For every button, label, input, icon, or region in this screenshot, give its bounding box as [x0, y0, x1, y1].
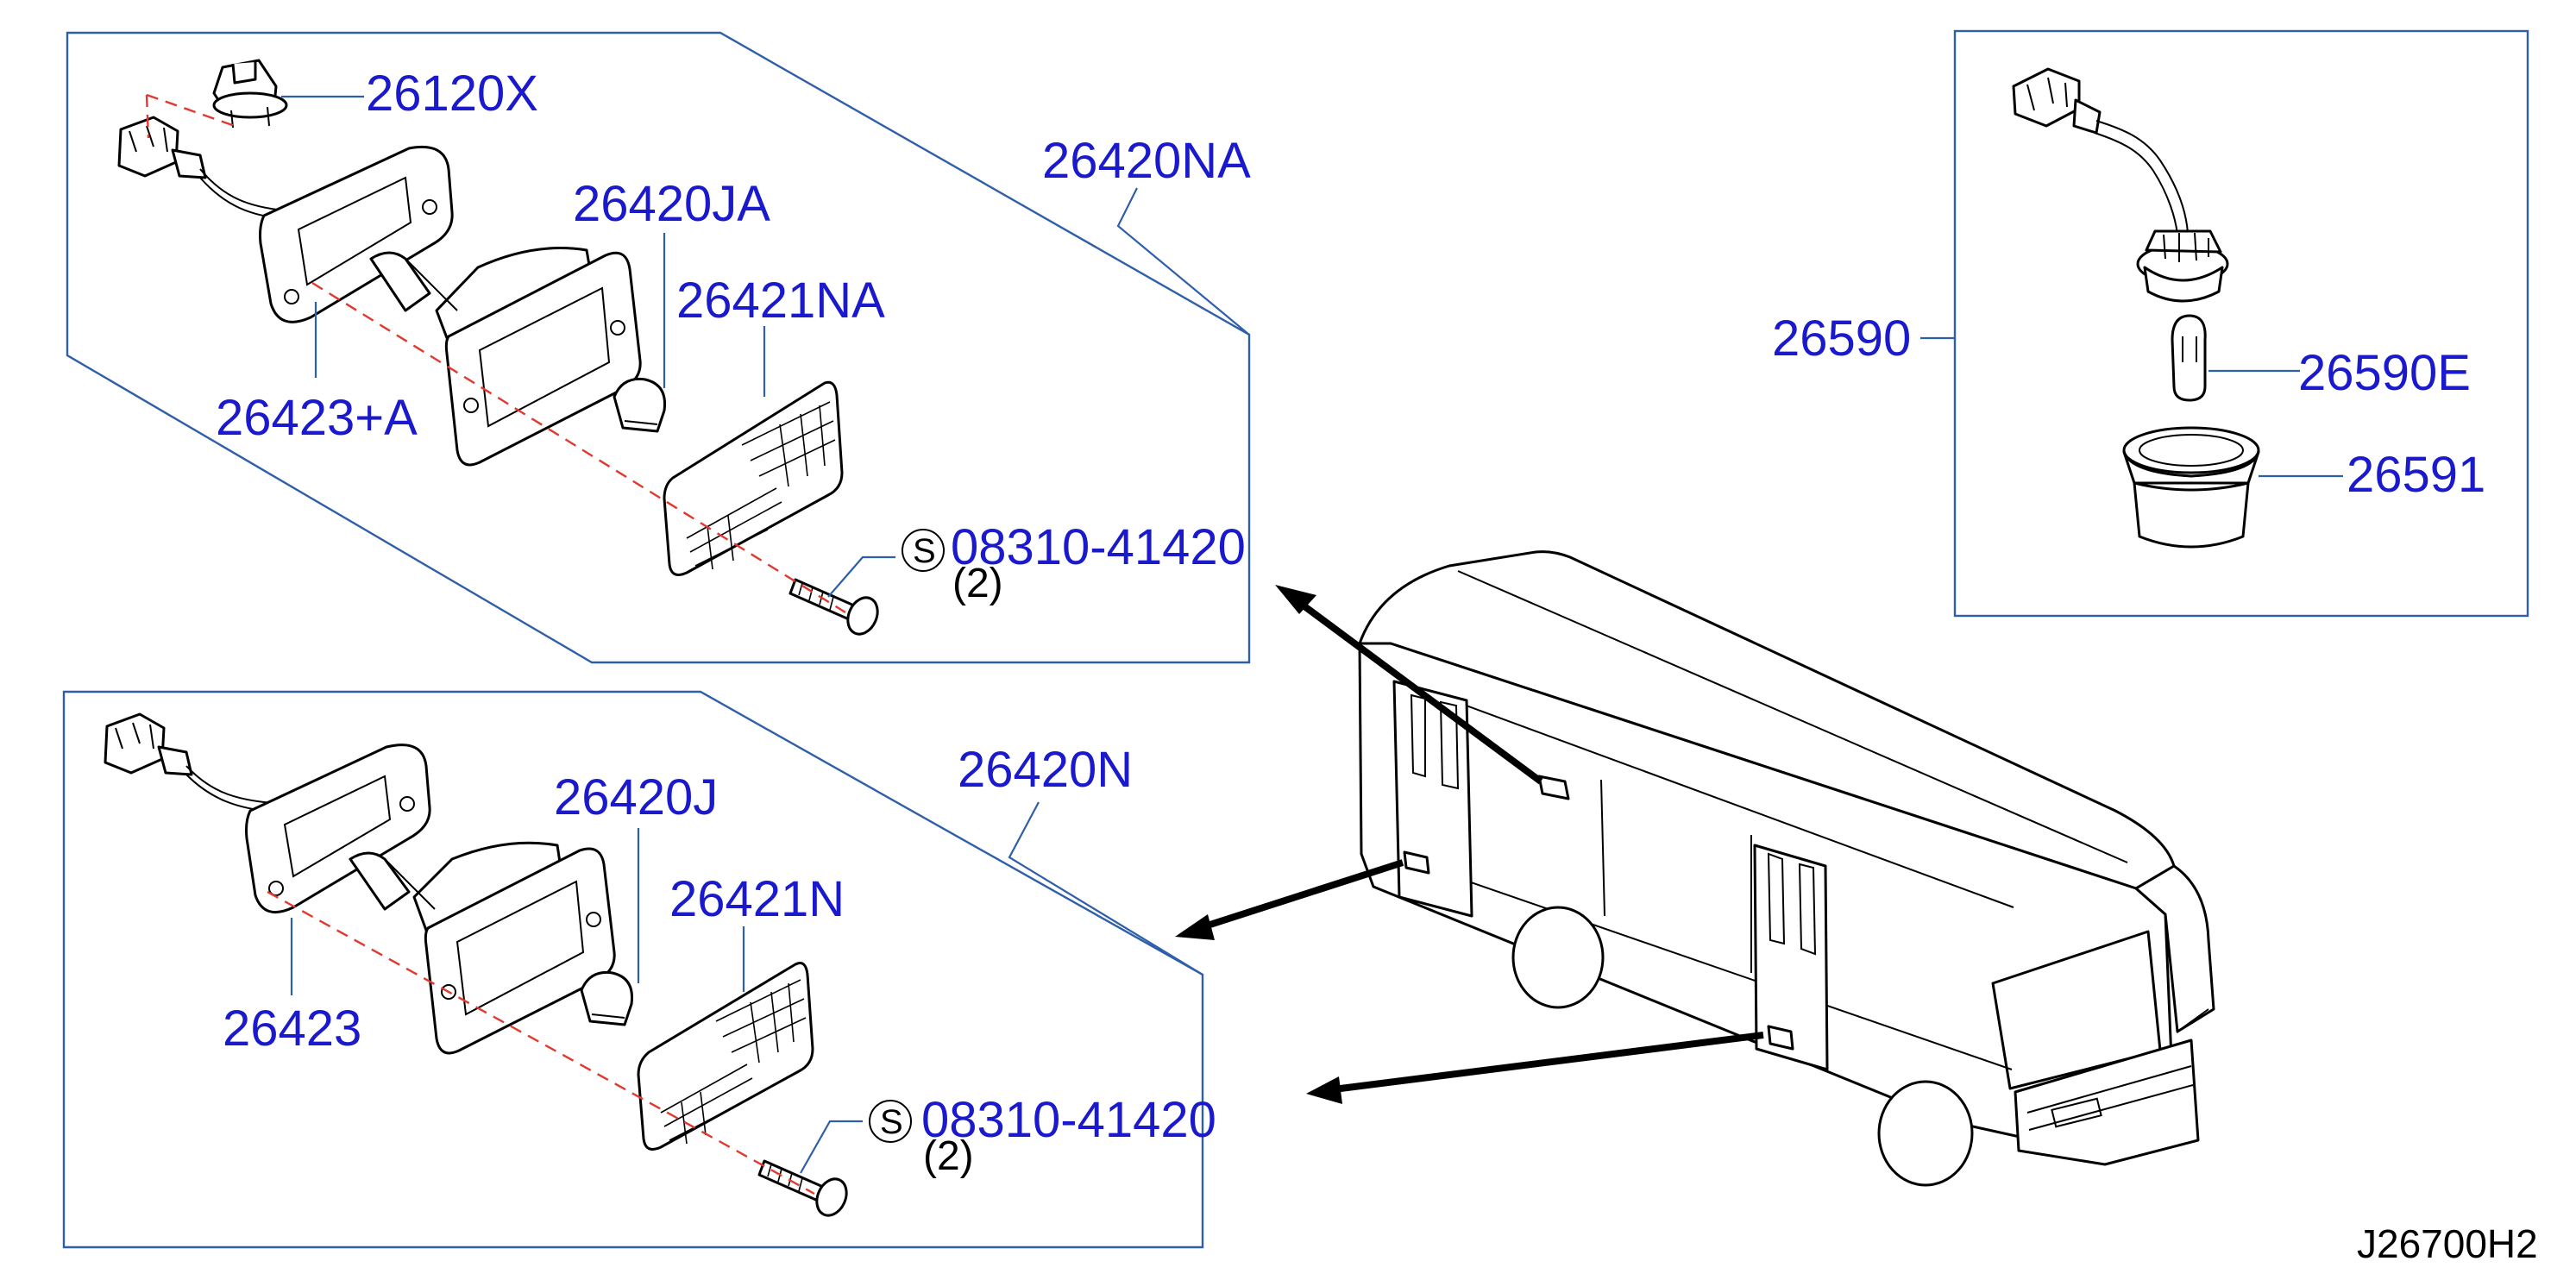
label-bulb-lower: 26420J: [554, 769, 718, 825]
lower-connector-drawing: [104, 712, 305, 813]
bus-illustration: [1358, 550, 2215, 1187]
label-side-marker-socket: 26591: [2347, 447, 2485, 503]
side-marker-frame: [1953, 29, 2529, 618]
lower-center-axis: [267, 890, 815, 1195]
screw-symbol-upper: S: [913, 532, 936, 570]
upper-gasket-drawing: [259, 145, 454, 323]
qty-screw-upper: (2): [952, 561, 1003, 606]
lower-bulb-drawing: [580, 970, 634, 1026]
upper-assembly-panel: 26120X 26420NA 26420JA 26421NA 26423+A S…: [66, 31, 1251, 664]
drawing-code: J26700H2: [2357, 1221, 2538, 1266]
side-marker-grommet-drawing: [2122, 426, 2260, 549]
clip-26120x-drawing: [212, 59, 288, 129]
side-marker-panel: 26590 26590E 26591: [1772, 29, 2529, 618]
label-side-marker-bulb: 26590E: [2298, 345, 2471, 401]
lower-panel-frame: [62, 690, 1204, 1249]
label-lens-lower: 26421N: [669, 871, 845, 927]
pointer-arrows: [1175, 585, 1764, 1104]
side-marker-bulb-drawing: [2171, 314, 2207, 402]
label-lens-upper: 26421NA: [676, 273, 885, 329]
label-assembly-upper: 26420NA: [1042, 133, 1251, 189]
label-gasket-lower: 26423: [223, 1001, 361, 1057]
lower-housing-drawing: [349, 841, 616, 1055]
upper-lens-drawing: [663, 380, 844, 576]
side-marker-socket-drawing: [2136, 229, 2229, 303]
label-side-marker-assembly: 26590: [1772, 311, 1911, 367]
upper-panel-frame: [66, 31, 1251, 664]
side-marker-harness-drawing: [2012, 67, 2189, 235]
qty-screw-lower: (2): [923, 1133, 974, 1179]
label-screw-upper: 08310-41420: [951, 519, 1246, 575]
screw-symbol-lower: S: [880, 1103, 903, 1141]
label-assembly-lower: 26420N: [958, 742, 1133, 798]
label-gasket-upper: 26423+A: [216, 390, 418, 446]
upper-center-axis: [311, 281, 846, 614]
upper-bulb-drawing: [613, 377, 667, 433]
label-clip: 26120X: [366, 66, 538, 122]
label-screw-lower: 08310-41420: [921, 1092, 1216, 1148]
upper-screw-drawing: [789, 578, 879, 636]
lower-gasket-drawing: [245, 744, 431, 914]
label-bulb-upper: 26420JA: [573, 176, 770, 232]
lower-assembly-panel: 26420N 26420J 26421N 26423 S 08310-41420…: [62, 690, 1216, 1249]
lower-lens-drawing: [637, 962, 814, 1151]
